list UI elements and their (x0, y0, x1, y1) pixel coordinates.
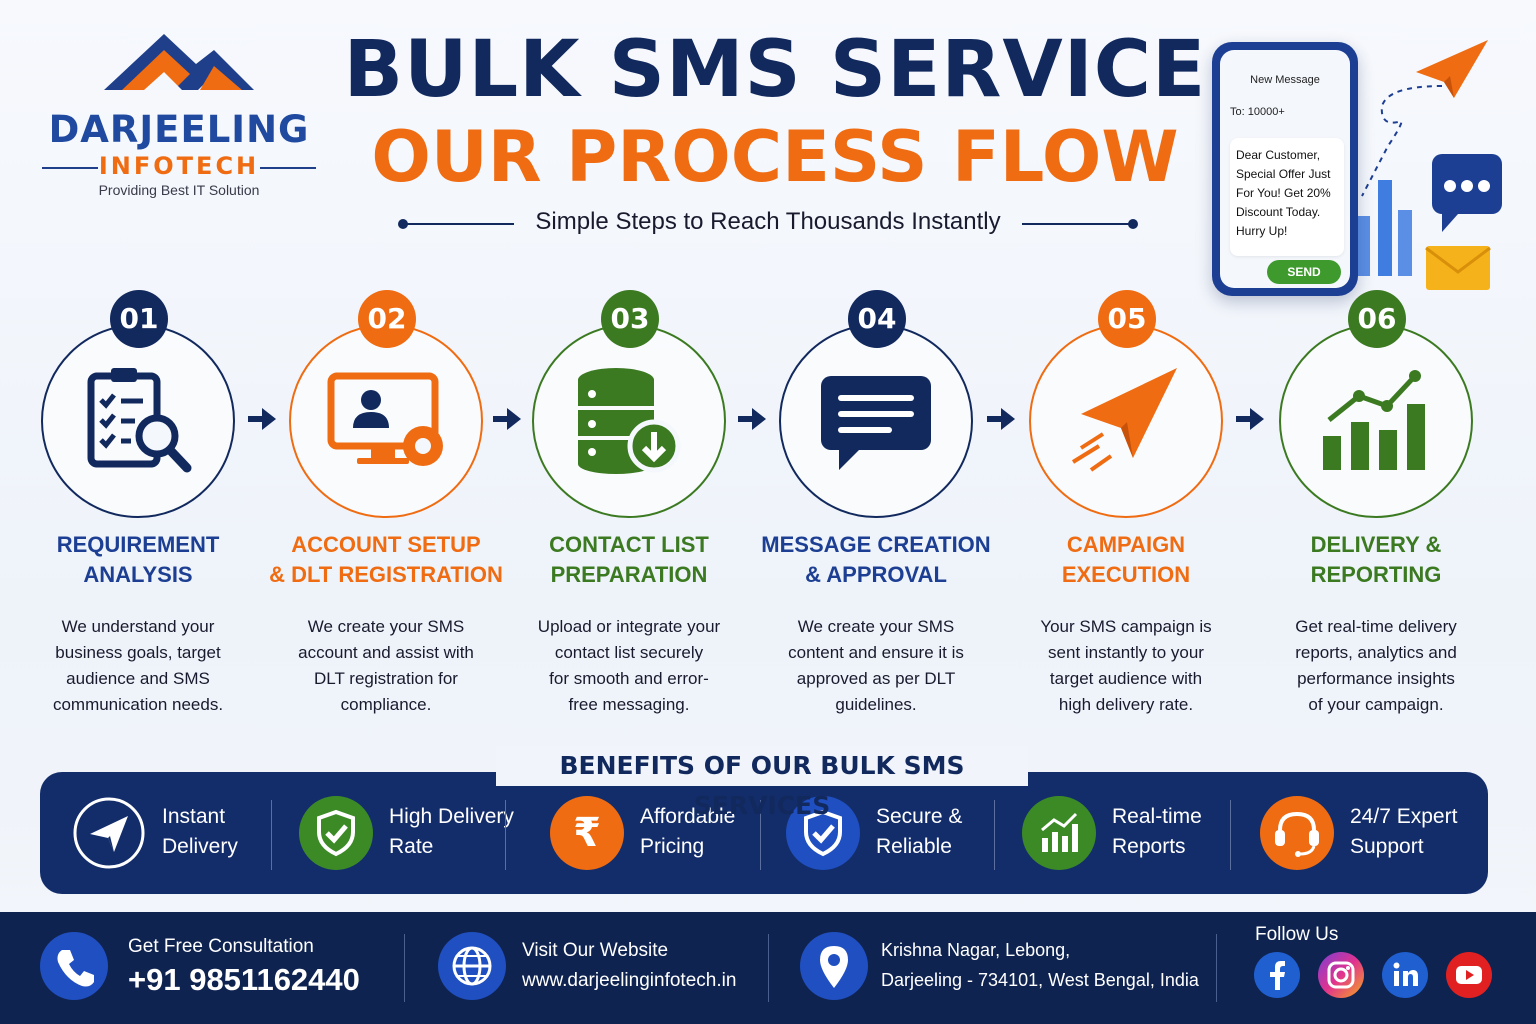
chat-message-icon (817, 362, 935, 480)
step-number-badge: 05 (1098, 290, 1156, 348)
step-number-badge: 01 (110, 290, 168, 348)
page-subtitle: OUR PROCESS FLOW (371, 116, 1179, 198)
phone-recipient: To: 10000+ (1230, 106, 1285, 118)
phone-header: New Message (1250, 74, 1320, 86)
svg-text:₹: ₹ (573, 810, 601, 856)
tagline: Simple Steps to Reach Thousands Instantl… (535, 208, 1001, 235)
paper-plane-icon (72, 796, 146, 870)
logo-name: DARJEELING (48, 108, 310, 151)
facebook-icon[interactable] (1254, 952, 1300, 998)
bar-chart-growth-icon (1317, 362, 1435, 480)
phone-message: Dear Customer, Special Offer Just For Yo… (1230, 138, 1344, 256)
benefit-divider (760, 800, 761, 870)
page-title: BULK SMS SERVICE (343, 25, 1207, 115)
globe-icon (438, 932, 506, 1000)
follow-us-label: Follow Us (1255, 924, 1339, 945)
rupee-icon: ₹ (550, 796, 624, 870)
phone-mockup: New Message To: 10000+ Dear Customer, Sp… (1212, 42, 1358, 296)
step-title: ACCOUNT SETUP& DLT REGISTRATION (269, 532, 503, 587)
phone-screen: New Message To: 10000+ Dear Customer, Sp… (1220, 50, 1350, 288)
phone-number[interactable]: +91 9851162440 (128, 962, 360, 997)
envelope-icon (1425, 246, 1491, 290)
database-download-icon (570, 362, 688, 480)
clipboard-search-icon (79, 362, 197, 480)
step-number-badge: 02 (358, 290, 416, 348)
step-arrow-icon (738, 408, 766, 430)
bar-chart-icon (1358, 180, 1412, 276)
step-title: DELIVERY &REPORTING (1310, 532, 1442, 587)
benefit-divider (505, 800, 506, 870)
step-circle (1279, 324, 1473, 518)
step-number-badge: 06 (1348, 290, 1406, 348)
linkedin-icon[interactable] (1382, 952, 1428, 998)
chat-bubble-icon (1432, 154, 1502, 232)
headset-icon (1260, 796, 1334, 870)
benefit-divider (1230, 800, 1231, 870)
monitor-user-gear-icon (327, 362, 445, 480)
step-number-badge: 03 (601, 290, 659, 348)
address-line-1: Krishna Nagar, Lebong, (881, 940, 1071, 960)
benefit-divider (271, 800, 272, 870)
step-arrow-icon (1236, 408, 1264, 430)
step-title: MESSAGE CREATION& APPROVAL (761, 532, 991, 587)
benefits-title: BENEFITS OF OUR BULK SMS SERVICES (496, 746, 1028, 820)
send-button[interactable]: SEND (1267, 260, 1341, 284)
address-line-2: Darjeeling - 734101, West Bengal, India (881, 970, 1199, 990)
mountain-logo-icon (104, 34, 254, 90)
consult-label: Get Free Consultation (128, 936, 314, 957)
shield-check-icon (299, 796, 373, 870)
benefit-item-4: Secure &Reliable (786, 794, 996, 872)
website-link[interactable]: www.darjeelinginfotech.in (522, 970, 737, 991)
step-arrow-icon (987, 408, 1015, 430)
paper-plane-icon (1067, 362, 1185, 480)
tagline-row: Simple Steps to Reach Thousands Instantl… (398, 206, 1138, 242)
logo-tagline: Providing Best IT Solution (98, 182, 260, 198)
instagram-icon[interactable] (1318, 952, 1364, 998)
logo-sub: INFOTECH (98, 152, 260, 180)
messaging-illustration (1358, 40, 1502, 290)
benefit-label: Secure &Reliable (876, 805, 963, 858)
step-number-badge: 04 (848, 290, 906, 348)
step-arrow-icon (493, 408, 521, 430)
phone-icon (40, 932, 108, 1000)
step-arrow-icon (248, 408, 276, 430)
website-label: Visit Our Website (522, 940, 669, 961)
company-logo: DARJEELING INFOTECH Providing Best IT So… (34, 30, 324, 210)
shield-check-icon (786, 796, 860, 870)
footer: Get Free Consultation +91 9851162440 Vis… (0, 912, 1536, 1024)
youtube-icon[interactable] (1446, 952, 1492, 998)
location-pin-icon (800, 932, 868, 1000)
benefit-divider (994, 800, 995, 870)
bar-chart-icon (1022, 796, 1096, 870)
paper-plane-icon (1416, 40, 1488, 98)
